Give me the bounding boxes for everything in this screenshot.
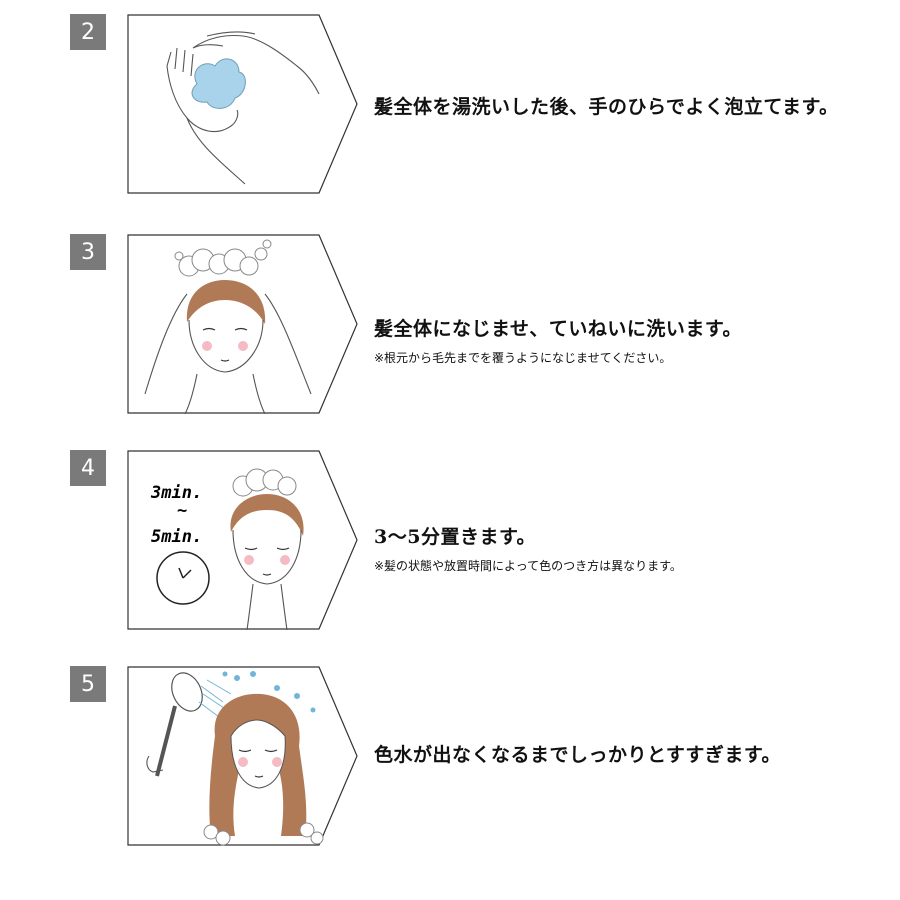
step-instruction: 3〜5分置きます。 — [374, 526, 537, 548]
step-2: 2 髪全体を湯洗いした後、手のひらでよく泡立てます。 — [0, 14, 900, 194]
hands-foam-illustration — [127, 14, 359, 194]
step-number-badge: 5 — [70, 666, 106, 702]
timer-text-top: 3min. — [150, 483, 202, 503]
timer-text-bottom: 5min. — [151, 527, 202, 547]
step-number-badge: 4 — [70, 450, 106, 486]
step-instruction: 髪全体になじませ、ていねいに洗います。 — [374, 318, 743, 340]
step-number: 4 — [81, 455, 95, 481]
step-number-badge: 2 — [70, 14, 106, 50]
step-number: 3 — [81, 239, 95, 265]
step-4: 4 3min. ~ 5min. 3〜 — [0, 450, 900, 630]
step-instruction: 髪全体を湯洗いした後、手のひらでよく泡立てます。 — [374, 96, 839, 118]
step-note: ※髪の状態や放置時間によって色のつき方は異なります。 — [374, 559, 682, 573]
woman-washing-hair-illustration — [127, 234, 359, 414]
step-number-badge: 3 — [70, 234, 106, 270]
clock-icon — [156, 551, 210, 605]
step-5: 5 — [0, 666, 900, 846]
step-number: 5 — [81, 671, 95, 697]
step-note: ※根元から毛先までを覆うようになじませてください。 — [374, 351, 672, 365]
step-3: 3 髪全体になじませ、ていねいに洗います。 ※根元から毛先までを覆うようになじま… — [0, 234, 900, 414]
timer-text-mid: ~ — [177, 501, 187, 521]
woman-rinsing-shower-illustration — [127, 666, 359, 846]
woman-waiting-timer-illustration: 3min. ~ 5min. — [127, 450, 359, 630]
step-instruction: 色水が出なくなるまでしっかりとすすぎます。 — [374, 744, 782, 766]
step-number: 2 — [81, 19, 95, 45]
